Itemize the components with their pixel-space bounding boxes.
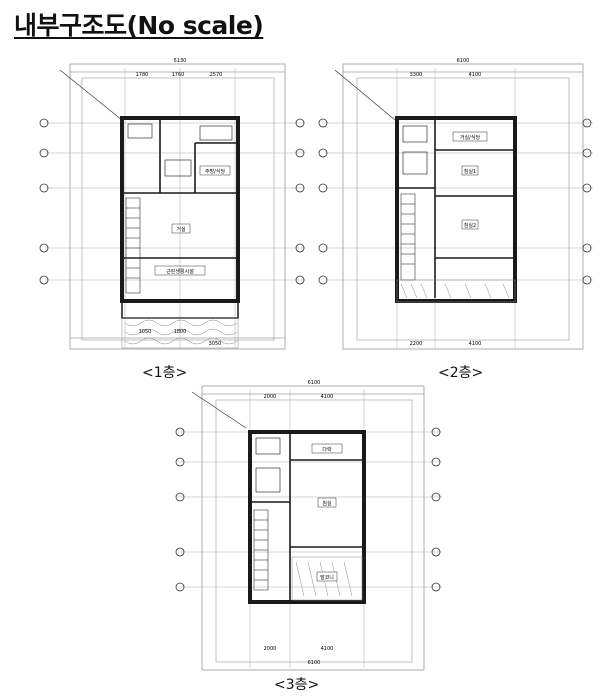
floor-plan-2: 6100 3300 4100 2200 4100 침실1 침실2 거실/식당	[315, 48, 600, 358]
f3-dim-bottom-a: 2000	[264, 646, 277, 652]
floor-3-caption: <3층>	[274, 677, 320, 693]
f1-room-kitchen: 주방/식당	[205, 168, 225, 175]
f3-room-bed: 침실	[322, 500, 332, 507]
floor-plan-1-drawing: 5130 1780 1760 2570 3050 1800 3050 거실 주방…	[39, 58, 305, 350]
f3-dim-a: 2000	[264, 394, 277, 400]
f2-dim-bottom-a: 2200	[410, 341, 423, 347]
f1-dim-bottom-a: 3050	[139, 329, 152, 335]
f2-dim-bottom-b: 4100	[469, 341, 482, 347]
f1-dim-b: 1760	[172, 72, 185, 78]
f3-room-attic: 다락	[322, 446, 332, 453]
f3-dim-bottom-b: 4100	[321, 646, 334, 652]
f1-dim-total: 5130	[174, 58, 187, 64]
floor-1-caption: <1층>	[142, 365, 188, 381]
f2-dim-a: 3300	[410, 72, 423, 78]
f1-dim-a: 1780	[136, 72, 149, 78]
f2-dim-b: 4100	[469, 72, 482, 78]
f2-room-bed2: 침실2	[464, 222, 476, 229]
f1-dim-c: 2570	[210, 72, 223, 78]
f3-dim-b: 4100	[321, 394, 334, 400]
f3-dim-bottom-c: 6100	[308, 660, 321, 666]
floor-plan-3: 6100 2000 4100 2000 4100 6100 침실 다락 발코니	[172, 372, 457, 672]
floor-plan-3-drawing: 6100 2000 4100 2000 4100 6100 침실 다락 발코니	[175, 380, 442, 671]
floor-plan-1: 5130 1780 1760 2570 3050 1800 3050 거실 주방…	[30, 48, 315, 358]
f2-dim-total: 6100	[457, 58, 470, 64]
f3-dim-total: 6100	[308, 380, 321, 386]
page-title: 내부구조도(No scale)	[14, 11, 264, 40]
f2-room-living: 거실/식당	[460, 134, 480, 141]
f1-room-living: 거실	[176, 226, 186, 233]
floor-2-caption: <2층>	[438, 365, 484, 381]
f1-dim-bottom-c: 3050	[209, 341, 222, 347]
f3-room-balcony: 발코니	[320, 574, 334, 581]
f1-dim-bottom-b: 1800	[174, 329, 187, 335]
f1-room-retail: 근린생활시설	[166, 268, 194, 275]
f2-room-bed1: 침실1	[464, 168, 476, 175]
floor-plan-2-drawing: 6100 3300 4100 2200 4100 침실1 침실2 거실/식당	[318, 58, 593, 350]
